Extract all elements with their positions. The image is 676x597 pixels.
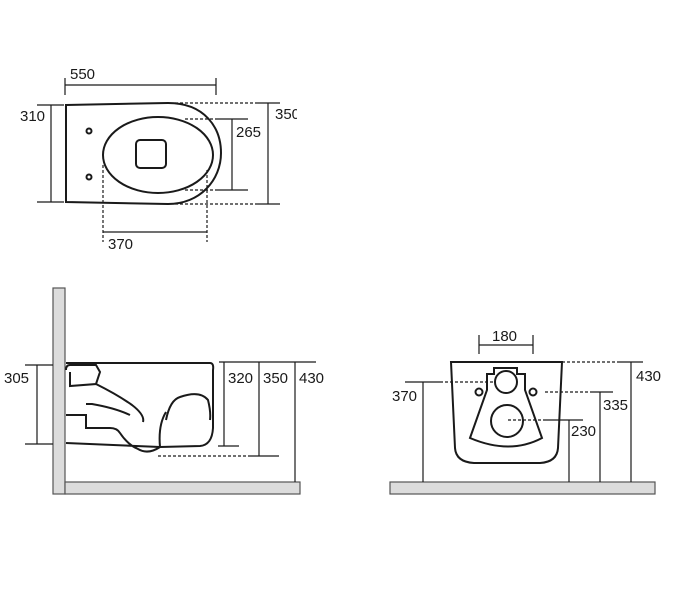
top-view: 550 310 350 265 370 (20, 66, 300, 253)
dim-wall-depth: 305 (4, 370, 29, 387)
dim-outlet-height: 230 (571, 423, 596, 440)
side-view: 305 320 350 430 (4, 287, 324, 495)
wall (52, 287, 66, 495)
dim-width-back: 310 (20, 108, 45, 125)
dim-total-height: 430 (636, 368, 661, 385)
bowl-outline-top (65, 101, 223, 206)
fixing-hole (474, 387, 484, 397)
bowl-outline-front (449, 361, 564, 464)
dim-outlet-height: 350 (263, 370, 288, 387)
seat-opening (102, 116, 214, 194)
dim-rim-height: 320 (228, 370, 253, 387)
flush-outlet-square (135, 139, 167, 169)
fixing-hole (85, 127, 93, 135)
dim-seat-width: 265 (236, 124, 261, 141)
floor (389, 481, 656, 495)
inlet-circle (494, 370, 518, 394)
dim-inlet-height: 370 (392, 388, 417, 405)
dim-fixing-spacing: 180 (492, 328, 517, 345)
bowl-outline-side (65, 362, 215, 453)
front-view: 180 430 370 335 230 (389, 328, 661, 495)
dim-seat-length: 370 (108, 236, 133, 253)
outlet-circle (490, 404, 524, 438)
dim-total-height: 430 (299, 370, 324, 387)
dim-width-max: 350 (275, 106, 300, 123)
dim-fixing-height: 335 (603, 397, 628, 414)
fixing-hole (85, 173, 93, 181)
floor (64, 481, 301, 495)
dim-length: 550 (70, 66, 95, 83)
fixing-hole (528, 387, 538, 397)
